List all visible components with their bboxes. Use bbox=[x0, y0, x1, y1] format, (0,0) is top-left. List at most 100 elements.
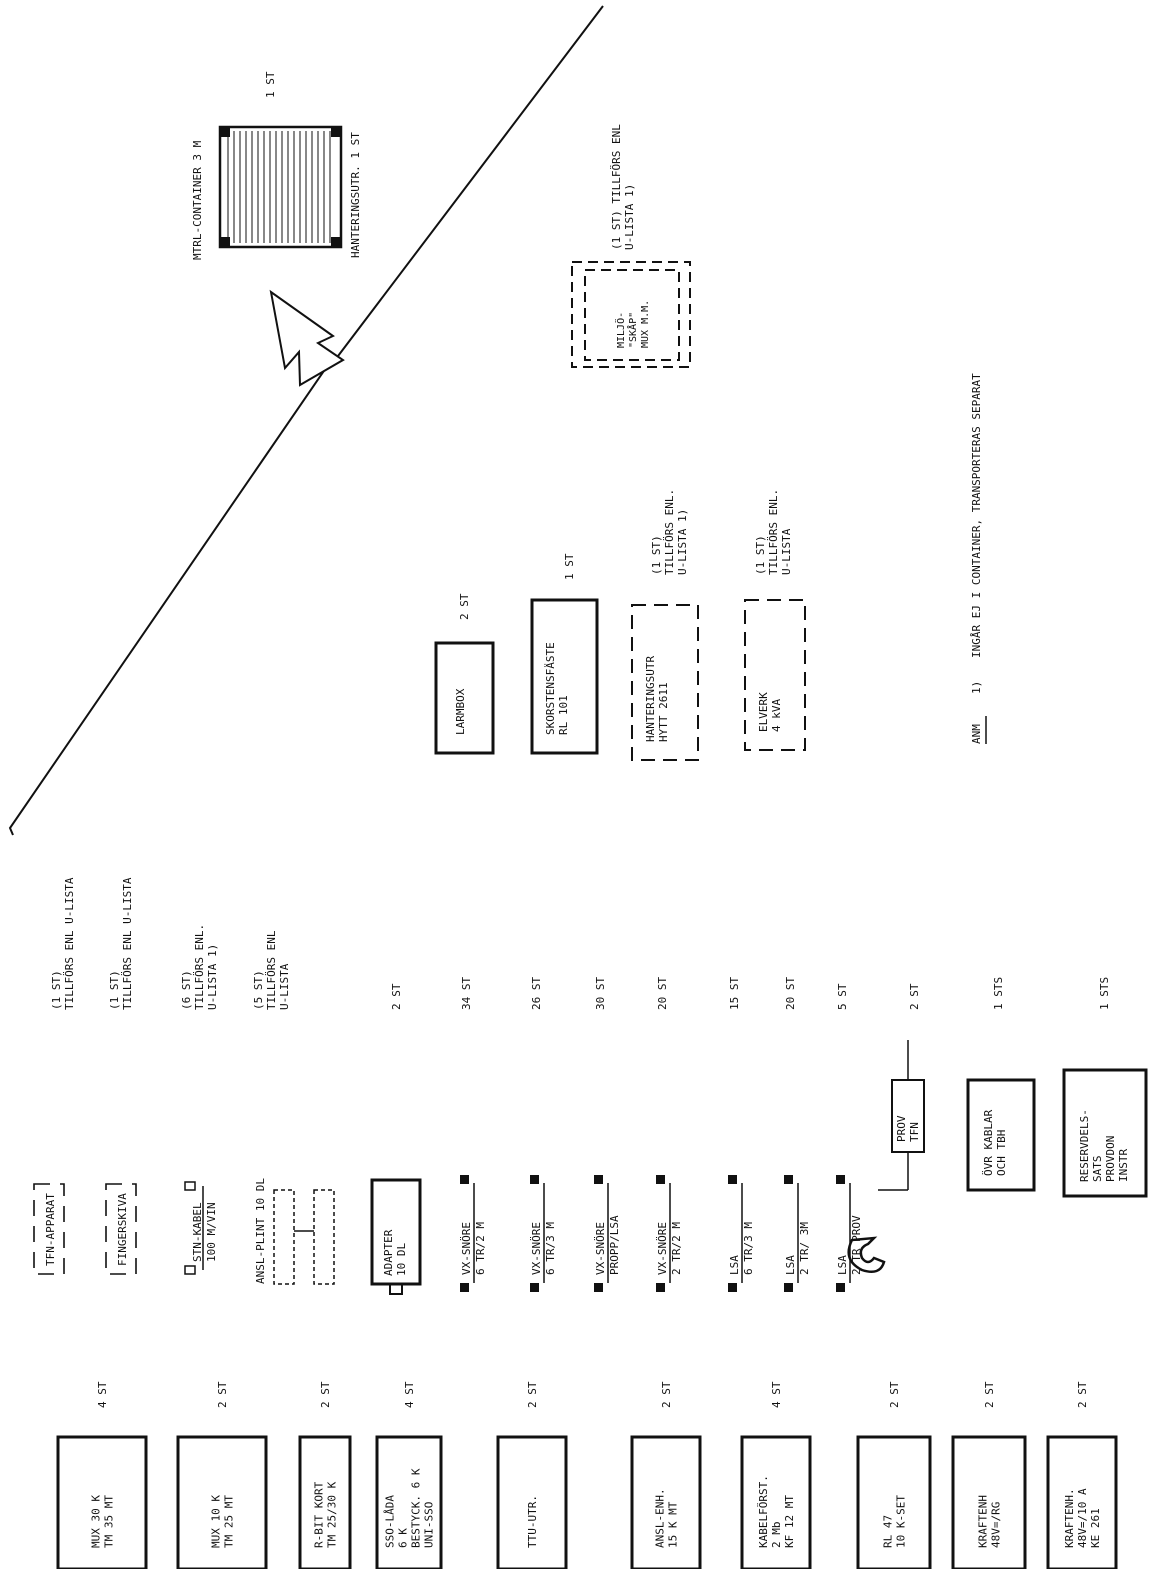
lsa-2-note: 20 ST bbox=[784, 977, 797, 1010]
lsa-2-label-line: LSA bbox=[784, 1255, 797, 1275]
rl47-qty-line: 2 ST bbox=[888, 1381, 901, 1408]
lsa-3-note: 5 ST bbox=[836, 983, 849, 1010]
vx-snore-4-label-line: 2 TR/2 M bbox=[670, 1222, 683, 1275]
container-qty: 1 ST bbox=[264, 71, 277, 98]
ansl-enh-label-line: ANSL-ENH. bbox=[654, 1488, 667, 1548]
ansl-enh-label-line: 15 K MT bbox=[667, 1501, 680, 1548]
ansl-plint-label-line: ANSL-PLINT 10 DL bbox=[254, 1178, 267, 1284]
tfn-apparat-note-line: (1 ST) bbox=[50, 970, 63, 1010]
vx-snore-2-plug-b bbox=[530, 1283, 539, 1292]
prov-tfn-label-line: PROV bbox=[895, 1115, 908, 1142]
handset-icon bbox=[847, 1236, 886, 1273]
ovr-kablar-label-line: OCH TBH bbox=[995, 1130, 1008, 1176]
ovr-kablar-box bbox=[966, 1078, 1036, 1192]
vx-snore-4-plug-a bbox=[656, 1175, 665, 1184]
tfn-apparat-label-line: TFN-APPARAT bbox=[44, 1193, 57, 1266]
separator-line bbox=[8, 5, 604, 836]
fingerskiva-frame bbox=[105, 1183, 137, 1275]
mux10-label-line: TM 25 MT bbox=[223, 1495, 236, 1548]
vx-snore-1-plug-b bbox=[460, 1283, 469, 1292]
ansl-plint-note-line: TILLFÖRS ENL bbox=[265, 930, 278, 1010]
container-qty-line: 1 ST bbox=[264, 71, 277, 98]
ansl-plint-strip-a bbox=[273, 1189, 295, 1285]
sso-label-line: 6 K bbox=[397, 1528, 410, 1548]
reservdelssats-box bbox=[1062, 1068, 1148, 1198]
vx-snore-3-label-line: VX-SNÖRE bbox=[594, 1222, 607, 1275]
vx-snore-1-note-line: 34 ST bbox=[460, 977, 473, 1010]
mux30-qty-line: 4 ST bbox=[96, 1381, 109, 1408]
skorstensfaste-qty-line: 1 ST bbox=[563, 553, 576, 580]
elverk-label-line: ELVERK bbox=[757, 692, 770, 732]
env-cabinet-label: MILJÖ-"SKÅP"MUX M.M. bbox=[614, 300, 651, 348]
ansl-plint-note-line: U-LISTA bbox=[278, 963, 291, 1010]
hanteringsutr-note: (1 ST)TILLFÖRS ENL.U-LISTA 1) bbox=[650, 489, 689, 575]
skorstensfaste-label-line: RL 101 bbox=[557, 695, 570, 735]
elverk-note-line: U-LISTA bbox=[780, 528, 793, 575]
stn-kabel-note-line: TILLFÖRS ENL. bbox=[193, 924, 206, 1010]
stn-kabel-note-line: (6 ST) bbox=[180, 970, 193, 1010]
vx-snore-2-note-line: 26 ST bbox=[530, 977, 543, 1010]
container-label-line: MTRL-CONTAINER 3 M bbox=[191, 140, 204, 260]
lsa-1-note-line: 15 ST bbox=[728, 977, 741, 1010]
prov-tfn-label-line: TFN bbox=[908, 1122, 921, 1142]
vx-snore-1-label-line: 6 TR/2 M bbox=[474, 1222, 487, 1275]
stn-kabel-label-line: STN-KABEL bbox=[191, 1202, 204, 1262]
lsa-1-plug-a bbox=[728, 1175, 737, 1184]
larmbox-qty-line: 2 ST bbox=[458, 593, 471, 620]
elverk-note: (1 ST)TILLFÖRS ENL.U-LISTA bbox=[754, 489, 793, 575]
kraftenh2-qty: 2 ST bbox=[1076, 1381, 1089, 1408]
rl47-label-line: RL 47 bbox=[882, 1515, 895, 1548]
env-cabinet-label-line: "SKÅP" bbox=[626, 312, 639, 348]
larmbox-label: LARMBOX bbox=[454, 688, 467, 735]
hanteringsutr-label-line: HYTT 2611 bbox=[657, 682, 670, 742]
vx-snore-1-note: 34 ST bbox=[460, 977, 473, 1010]
vx-snore-4-note-line: 20 ST bbox=[656, 977, 669, 1010]
env-cabinet-note-line: U-LISTA 1) bbox=[623, 184, 636, 250]
fingerskiva-note: (1 ST)TILLFÖRS ENL U-LISTA bbox=[108, 877, 134, 1010]
vx-snore-2-note: 26 ST bbox=[530, 977, 543, 1010]
vx-snore-1-label-line: VX-SNÖRE bbox=[460, 1222, 473, 1275]
mux10-label-line: MUX 10 K bbox=[210, 1495, 223, 1548]
rbit-label-line: TM 25/30 K bbox=[326, 1481, 339, 1548]
vx-snore-3-note: 30 ST bbox=[594, 977, 607, 1010]
env-cabinet-note-line: (1 ST) TILLFÖRS ENL bbox=[610, 124, 623, 250]
mux10-qty: 2 ST bbox=[216, 1381, 229, 1408]
adapter-label-line: ADAPTER bbox=[382, 1229, 395, 1276]
vx-snore-3-plug-a bbox=[594, 1175, 603, 1184]
larmbox-box bbox=[434, 641, 495, 755]
kabelforst-label-line: KF 12 MT bbox=[783, 1495, 796, 1548]
kraftenh1-label-line: 48V=/RG bbox=[990, 1502, 1003, 1548]
ovr-kablar-note-line: 1 STS bbox=[992, 977, 1005, 1010]
rl47-qty: 2 ST bbox=[888, 1381, 901, 1408]
kraftenh1-qty-line: 2 ST bbox=[983, 1381, 996, 1408]
ovr-kablar-note: 1 STS bbox=[992, 977, 1005, 1010]
mux30-qty: 4 ST bbox=[96, 1381, 109, 1408]
elverk-note-line: TILLFÖRS ENL. bbox=[767, 489, 780, 575]
stn-kabel-note-line: U-LISTA 1) bbox=[206, 944, 219, 1010]
skorstensfaste-qty: 1 ST bbox=[563, 553, 576, 580]
ansl-plint-note-line: (5 ST) bbox=[252, 970, 265, 1010]
adapter-note-line: 2 ST bbox=[390, 983, 403, 1010]
rbit-qty: 2 ST bbox=[319, 1381, 332, 1408]
lsa-3-note-line: 5 ST bbox=[836, 983, 849, 1010]
lsa-2-label-line: 2 TR/ 3M bbox=[798, 1222, 811, 1275]
sso-label-line: SSO-LÅDA bbox=[384, 1495, 397, 1548]
footnote-num: 1) bbox=[970, 681, 983, 694]
footnote-num-line: 1) bbox=[970, 681, 983, 694]
ttu-label: TTU-UTR. bbox=[526, 1495, 539, 1548]
fingerskiva-note-line: TILLFÖRS ENL U-LISTA bbox=[121, 877, 134, 1010]
vx-snore-4-plug-b bbox=[656, 1283, 665, 1292]
lsa-1-note: 15 ST bbox=[728, 977, 741, 1010]
lsa-3-label-line: 2 TR PROV bbox=[850, 1215, 863, 1275]
footnote-anm-line: ANM bbox=[970, 724, 983, 744]
